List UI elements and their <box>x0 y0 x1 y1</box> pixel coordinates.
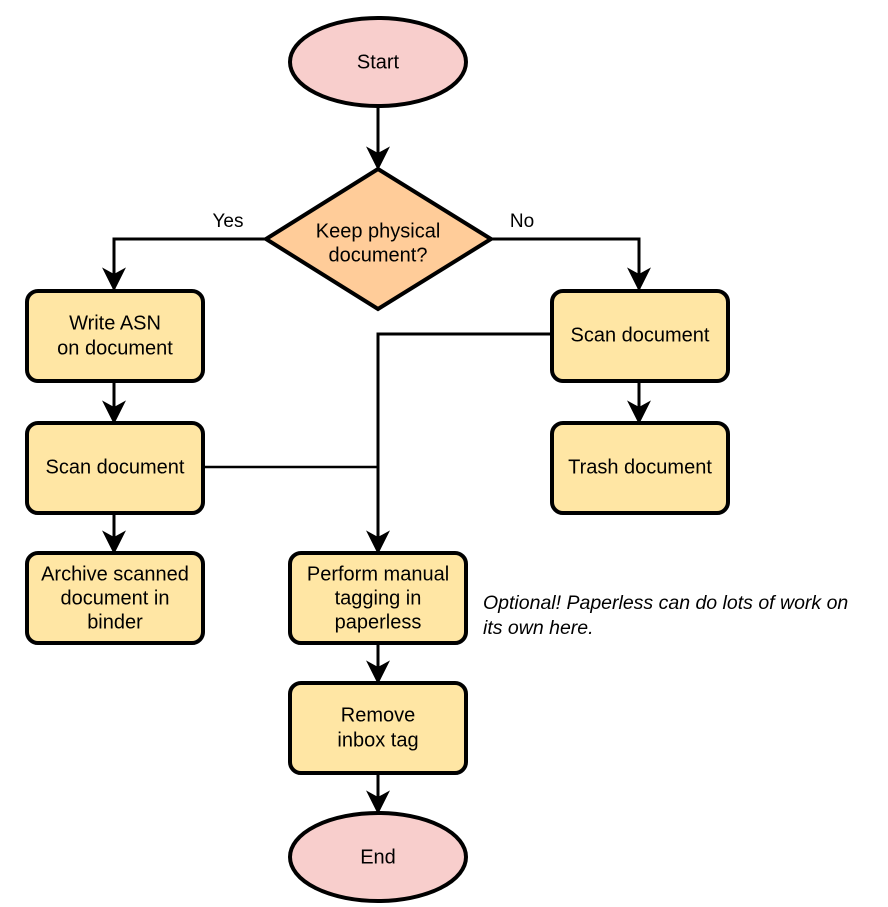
manual-tagging-label-line3: paperless <box>335 611 422 633</box>
node-trash-document[interactable]: Trash document <box>550 421 730 515</box>
node-scan-document-right[interactable]: Scan document <box>550 289 730 383</box>
archive-label-line3: binder <box>87 611 143 633</box>
optional-note-line2: its own here. <box>483 617 594 639</box>
edge-label-no: No <box>510 211 534 232</box>
write-asn-box[interactable] <box>25 289 205 383</box>
node-scan-document-left[interactable]: Scan document <box>25 421 205 515</box>
archive-box[interactable] <box>25 551 205 645</box>
edge-decision-to-write-asn <box>102 237 266 292</box>
decision-diamond[interactable] <box>262 166 495 312</box>
archive-label-line1: Archive scanned <box>41 563 189 585</box>
node-archive-scanned-document[interactable]: Archive scanned document in binder <box>25 551 205 645</box>
edge-label-yes: Yes <box>213 211 244 232</box>
remove-inbox-tag-box[interactable] <box>288 681 468 775</box>
node-perform-manual-tagging[interactable]: Perform manual tagging in paperless <box>288 551 468 645</box>
edge-scan-right-to-manual-tagging <box>366 332 552 555</box>
write-asn-label-line2: on document <box>57 337 173 359</box>
edge-decision-to-scan-right <box>491 237 651 292</box>
archive-label-line2: document in <box>61 587 170 609</box>
decision-label-line2: document? <box>329 244 428 266</box>
scan-document-left-label: Scan document <box>46 456 185 478</box>
end-ellipse[interactable] <box>288 811 468 903</box>
manual-tagging-label-line1: Perform manual <box>307 563 449 585</box>
remove-inbox-label-line2: inbox tag <box>337 729 418 751</box>
trash-document-label: Trash document <box>568 456 712 478</box>
node-end[interactable]: End <box>288 811 468 903</box>
manual-tagging-label-line2: tagging in <box>335 587 422 609</box>
manual-tagging-box[interactable] <box>288 551 468 645</box>
optional-note-line1: Optional! Paperless can do lots of work … <box>483 592 848 614</box>
annotation-optional-note: Optional! Paperless can do lots of work … <box>483 592 848 639</box>
scan-document-left-box[interactable] <box>25 421 205 515</box>
scan-document-right-box[interactable] <box>550 289 730 383</box>
end-label: End <box>360 846 396 868</box>
node-start[interactable]: Start <box>288 16 468 108</box>
scan-document-right-label: Scan document <box>571 324 710 346</box>
trash-document-box[interactable] <box>550 421 730 515</box>
node-remove-inbox-tag[interactable]: Remove inbox tag <box>288 681 468 775</box>
remove-inbox-label-line1: Remove <box>341 704 415 726</box>
start-ellipse[interactable] <box>288 16 468 108</box>
node-write-asn[interactable]: Write ASN on document <box>25 289 205 383</box>
start-label: Start <box>357 51 400 73</box>
decision-label-line1: Keep physical <box>316 220 441 242</box>
write-asn-label-line1: Write ASN <box>69 312 161 334</box>
node-decision-keep-physical-document[interactable]: Keep physical document? <box>262 166 495 312</box>
